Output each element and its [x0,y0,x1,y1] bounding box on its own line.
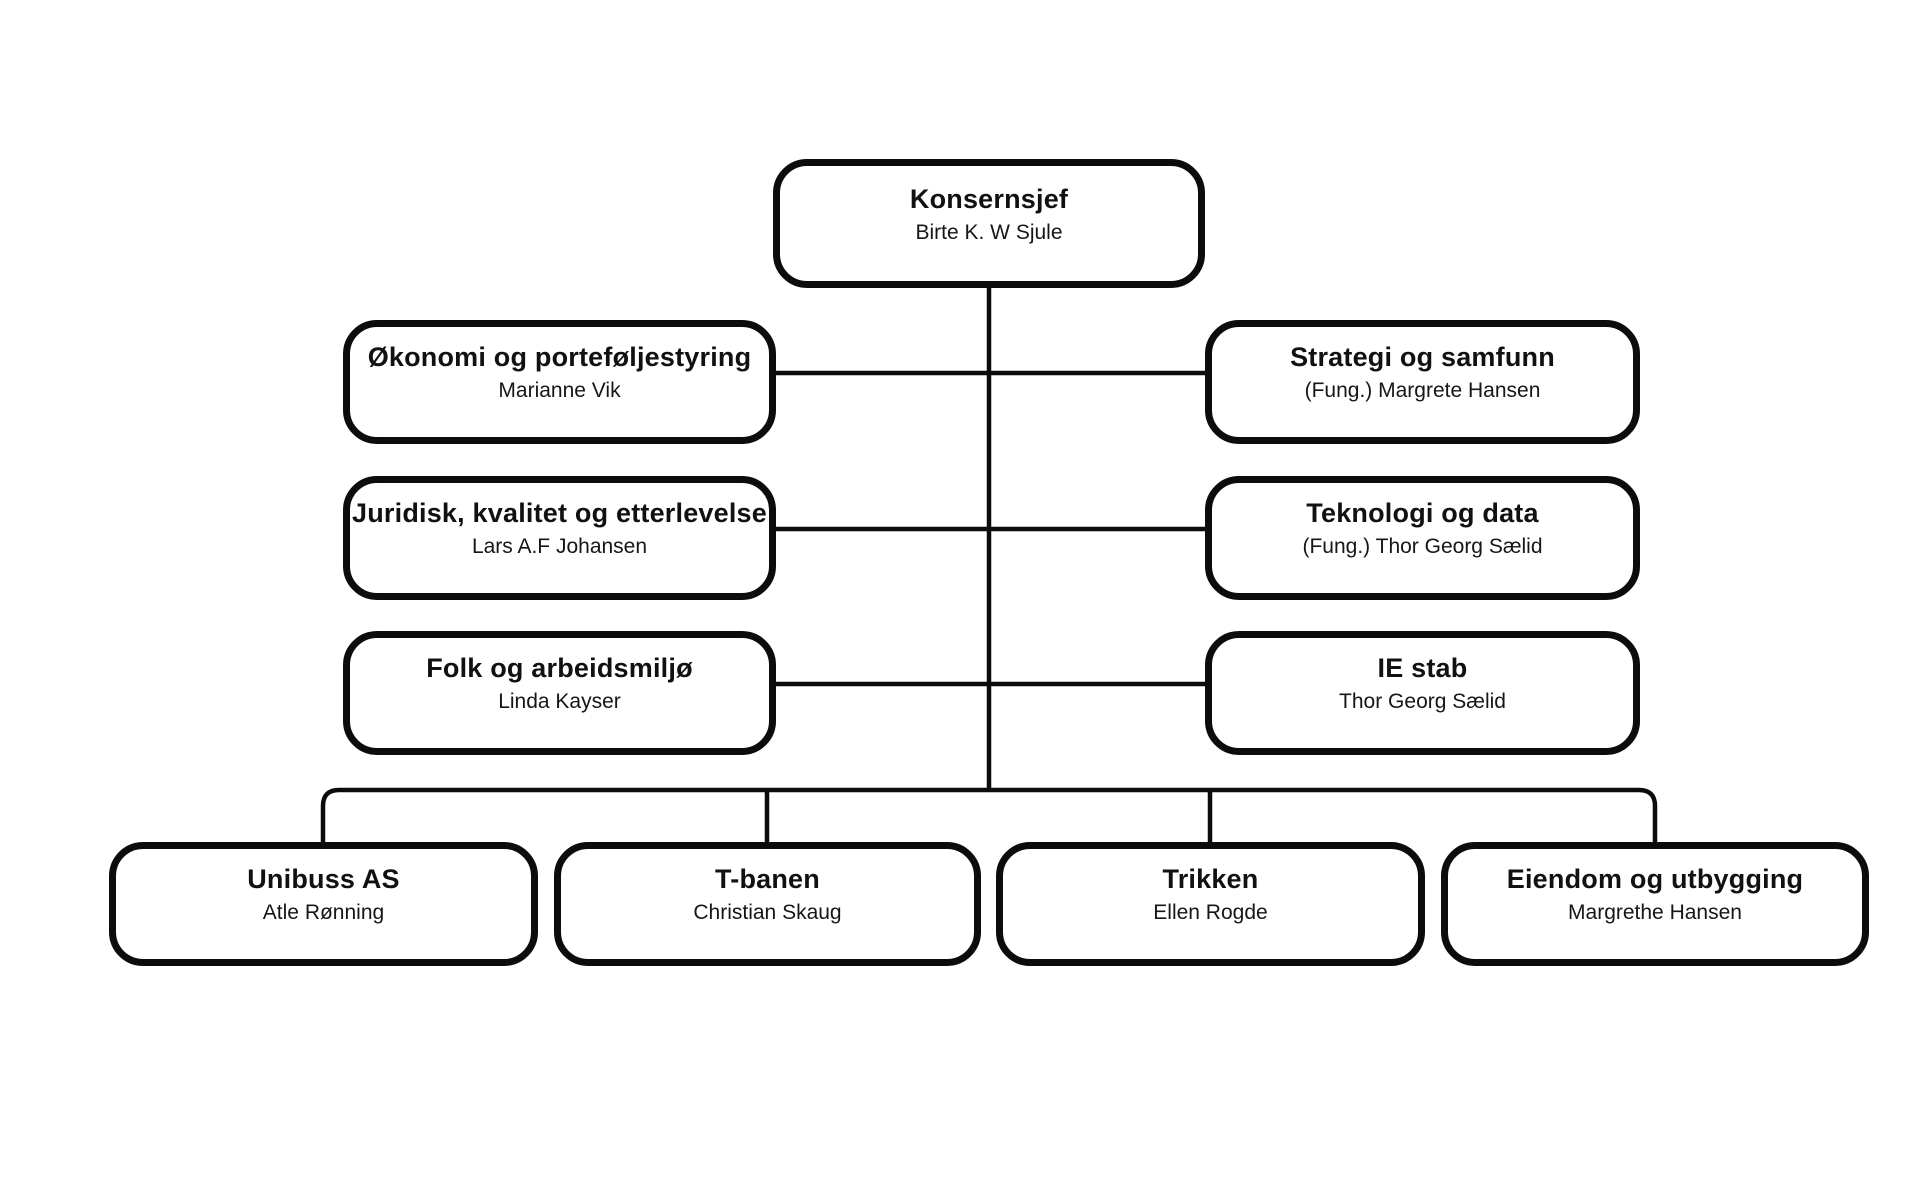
org-box-title: Konsernsjef [909,183,1069,214]
org-box-person: Atle Rønning [262,901,385,925]
org-box-strategi-og-samfunn: Strategi og samfunn (Fung.) Margrete Han… [1205,320,1640,444]
org-box-ie-stab: IE stab Thor Georg Sælid [1205,631,1640,755]
org-box-title: Unibuss AS [247,864,400,895]
org-box-title: Strategi og samfunn [1290,342,1555,373]
org-box-person: Ellen Rogde [1153,901,1268,925]
org-box-person: Christian Skaug [693,901,842,925]
connector-bottom-bus [320,787,1658,843]
org-box-title: T-banen [715,864,820,895]
org-box-teknologi-og-data: Teknologi og data (Fung.) Thor Georg Sæl… [1205,476,1640,600]
org-box-unibuss-as: Unibuss AS Atle Rønning [109,842,538,966]
org-box-trikken: Trikken Ellen Rogde [996,842,1425,966]
org-box-konsernsjef: Konsernsjef Birte K. W Sjule [773,159,1205,288]
org-box-person: (Fung.) Thor Georg Sælid [1302,535,1543,559]
org-box-okonomi-og-portefoljestyring: Økonomi og porteføljestyring Marianne Vi… [343,320,776,444]
org-box-t-banen: T-banen Christian Skaug [554,842,981,966]
org-box-person: Thor Georg Sælid [1339,690,1506,714]
org-box-title: Folk og arbeidsmiljø [426,653,693,684]
org-box-person: Lars A.F Johansen [471,535,648,559]
org-box-juridisk-kvalitet-og-etterlevelse: Juridisk, kvalitet og etterlevelse Lars … [343,476,776,600]
org-box-person: Marianne Vik [498,379,621,403]
org-box-title: Økonomi og porteføljestyring [367,342,752,373]
org-box-person: Linda Kayser [498,690,621,714]
org-box-title: Eiendom og utbygging [1506,864,1804,895]
org-box-person: Birte K. W Sjule [915,220,1063,244]
org-box-eiendom-og-utbygging: Eiendom og utbygging Margrethe Hansen [1441,842,1869,966]
org-box-title: IE stab [1377,653,1468,684]
org-box-title: Trikken [1162,864,1259,895]
org-box-title: Juridisk, kvalitet og etterlevelse [352,498,767,529]
org-box-person: (Fung.) Margrete Hansen [1304,379,1541,403]
org-box-person: Margrethe Hansen [1568,901,1742,925]
org-box-title: Teknologi og data [1306,498,1539,529]
org-box-folk-og-arbeidsmiljo: Folk og arbeidsmiljø Linda Kayser [343,631,776,755]
